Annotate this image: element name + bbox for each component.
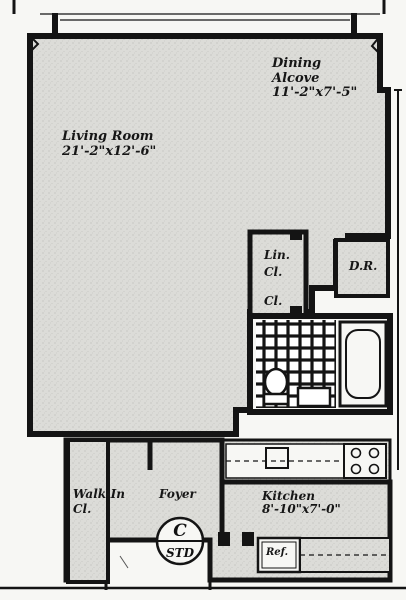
dining-alcove-name-2: Alcove <box>272 70 320 86</box>
walk-in-closet-label: Walk-In Cl. <box>73 487 125 517</box>
kitchen-name: Kitchen <box>262 489 315 503</box>
refrigerator-text: Ref. <box>266 547 289 558</box>
living-room-dims: 21'-2"x12'-6" <box>62 143 157 159</box>
dining-alcove-label: Dining Alcove 11'-2"x7'-5" <box>272 56 358 101</box>
linen-closet-label: Lin. Cl. <box>264 248 290 280</box>
stove <box>343 443 387 479</box>
linen-closet-line-2: Cl. <box>264 265 283 280</box>
bathroom-sink <box>296 386 332 408</box>
right-bracket <box>394 89 402 470</box>
top-window <box>0 0 406 35</box>
badge-top: C <box>173 521 187 541</box>
entry-door <box>218 532 254 546</box>
lower-counter <box>299 537 391 573</box>
kitchen-counter <box>220 438 392 484</box>
wall-notch <box>29 35 40 53</box>
dressing-room-floor <box>334 238 390 298</box>
linen-closet-line-1: Lin. <box>264 248 290 262</box>
refrigerator-label: Ref. <box>266 547 288 558</box>
linen-closet-walls <box>247 229 309 319</box>
toilet <box>262 367 290 406</box>
foyer-text: Foyer <box>159 487 196 501</box>
wall-notch <box>370 35 381 55</box>
living-room-label: Living Room 21'-2"x12'-6" <box>62 129 157 159</box>
dr-label: D.R. <box>349 259 378 273</box>
kitchen-sink <box>265 447 289 469</box>
walk-in-line-1: Walk-In <box>73 487 125 501</box>
walk-in-closet-walls <box>66 438 129 584</box>
living-room-name: Living Room <box>62 129 154 144</box>
foyer-label: Foyer <box>159 487 196 501</box>
dining-alcove-dims: 11'-2"x7'-5" <box>272 85 358 101</box>
closet-label: Cl. <box>264 294 283 308</box>
closet-text: Cl. <box>264 294 283 308</box>
kitchen-label: Kitchen 8'-10"x7'-0" <box>262 489 341 517</box>
kitchen-dims: 8'-10"x7'-0" <box>262 502 341 517</box>
dining-alcove-name-1: Dining <box>272 56 322 71</box>
refrigerator <box>256 536 302 574</box>
walk-in-line-2: Cl. <box>73 502 92 517</box>
dr-text: D.R. <box>349 259 378 273</box>
unit-type-badge: C STD <box>155 516 205 566</box>
badge-bottom: STD <box>166 546 195 560</box>
bathroom <box>247 313 393 415</box>
